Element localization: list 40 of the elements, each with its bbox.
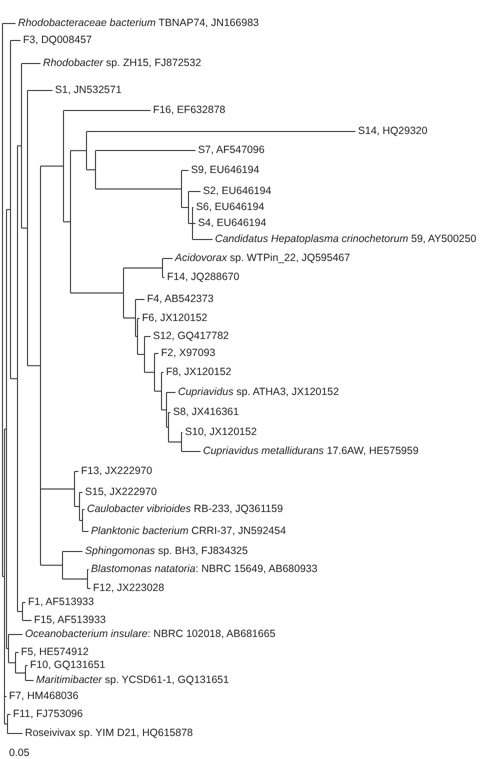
taxon-label: F11, FJ753096 xyxy=(13,708,83,721)
taxon-label: F8, JX120152 xyxy=(166,366,232,379)
taxon-label: F7, HM468036 xyxy=(9,690,78,703)
taxon-label: F2, X97093 xyxy=(161,347,216,360)
taxon-label: F13, JX222970 xyxy=(81,465,152,478)
taxon-label: S6, EU646194 xyxy=(196,201,264,214)
taxon-label: F3, DQ008457 xyxy=(23,34,92,47)
taxon-label: S7, AF547096 xyxy=(198,144,265,157)
taxon-label: F12, JX223028 xyxy=(93,582,164,595)
taxon-label: F16, EF632878 xyxy=(153,104,226,117)
taxon-label: Rhodobacteraceae bacterium TBNAP74, JN166983 xyxy=(18,17,259,30)
taxon-label: F10, GQ131651 xyxy=(30,659,106,672)
taxon-label: Maritimibacter sp. YCSD61-1, GQ131651 xyxy=(36,674,229,687)
taxon-label: Roseivivax sp. YIM D21, HQ615878 xyxy=(25,727,193,740)
scale-label: 0.05 xyxy=(9,747,30,759)
taxon-label: Candidatus Hepatoplasma crinochetorum 59, AY500250 xyxy=(215,233,476,246)
taxon-label: S12, GQ417782 xyxy=(153,330,229,343)
taxon-label: S8, JX416361 xyxy=(173,406,239,419)
taxon-label: F4, AB542373 xyxy=(147,293,214,306)
taxon-label: F6, JX120152 xyxy=(142,312,208,325)
taxon-label: F15, AF513933 xyxy=(34,614,106,627)
taxon-label: F5, HE574912 xyxy=(21,646,89,659)
taxon-label: Caulobacter vibrioides RB-233, JQ361159 xyxy=(87,503,283,516)
taxon-label: S14, HQ29320 xyxy=(358,125,428,138)
taxon-label: S15, JX222970 xyxy=(85,486,157,499)
taxon-label: S9, EU646194 xyxy=(191,164,260,177)
taxon-label: Acidovorax sp. WTPin_22, JQ595467 xyxy=(175,252,350,265)
taxon-label: Oceanobacterium insulare: NBRC 102018, AB681665 xyxy=(25,628,276,641)
taxon-label: S1, JN532571 xyxy=(55,84,122,97)
taxon-label: Cupriavidus sp. ATHA3, JX120152 xyxy=(178,386,339,399)
taxon-label: S4, EU646194 xyxy=(198,217,266,230)
taxon-label: Planktonic bacterium CRRI-37, JN592454 xyxy=(91,525,286,538)
taxon-label: F1, AF513933 xyxy=(28,596,94,609)
taxon-label: S2, EU646194 xyxy=(203,185,272,198)
taxon-label: F14, JQ288670 xyxy=(167,271,240,284)
taxon-label: S10, JX120152 xyxy=(185,426,257,439)
taxon-label: Sphingomonas sp. BH3, FJ834325 xyxy=(85,545,248,558)
taxon-label: Cupriavidus metallidurans 17.6AW, HE575959 xyxy=(203,445,419,458)
taxon-label: Rhodobacter sp. ZH15, FJ872532 xyxy=(43,57,202,70)
taxon-label: Blastomonas natatoria: NBRC 15649, AB680933 xyxy=(91,563,318,576)
